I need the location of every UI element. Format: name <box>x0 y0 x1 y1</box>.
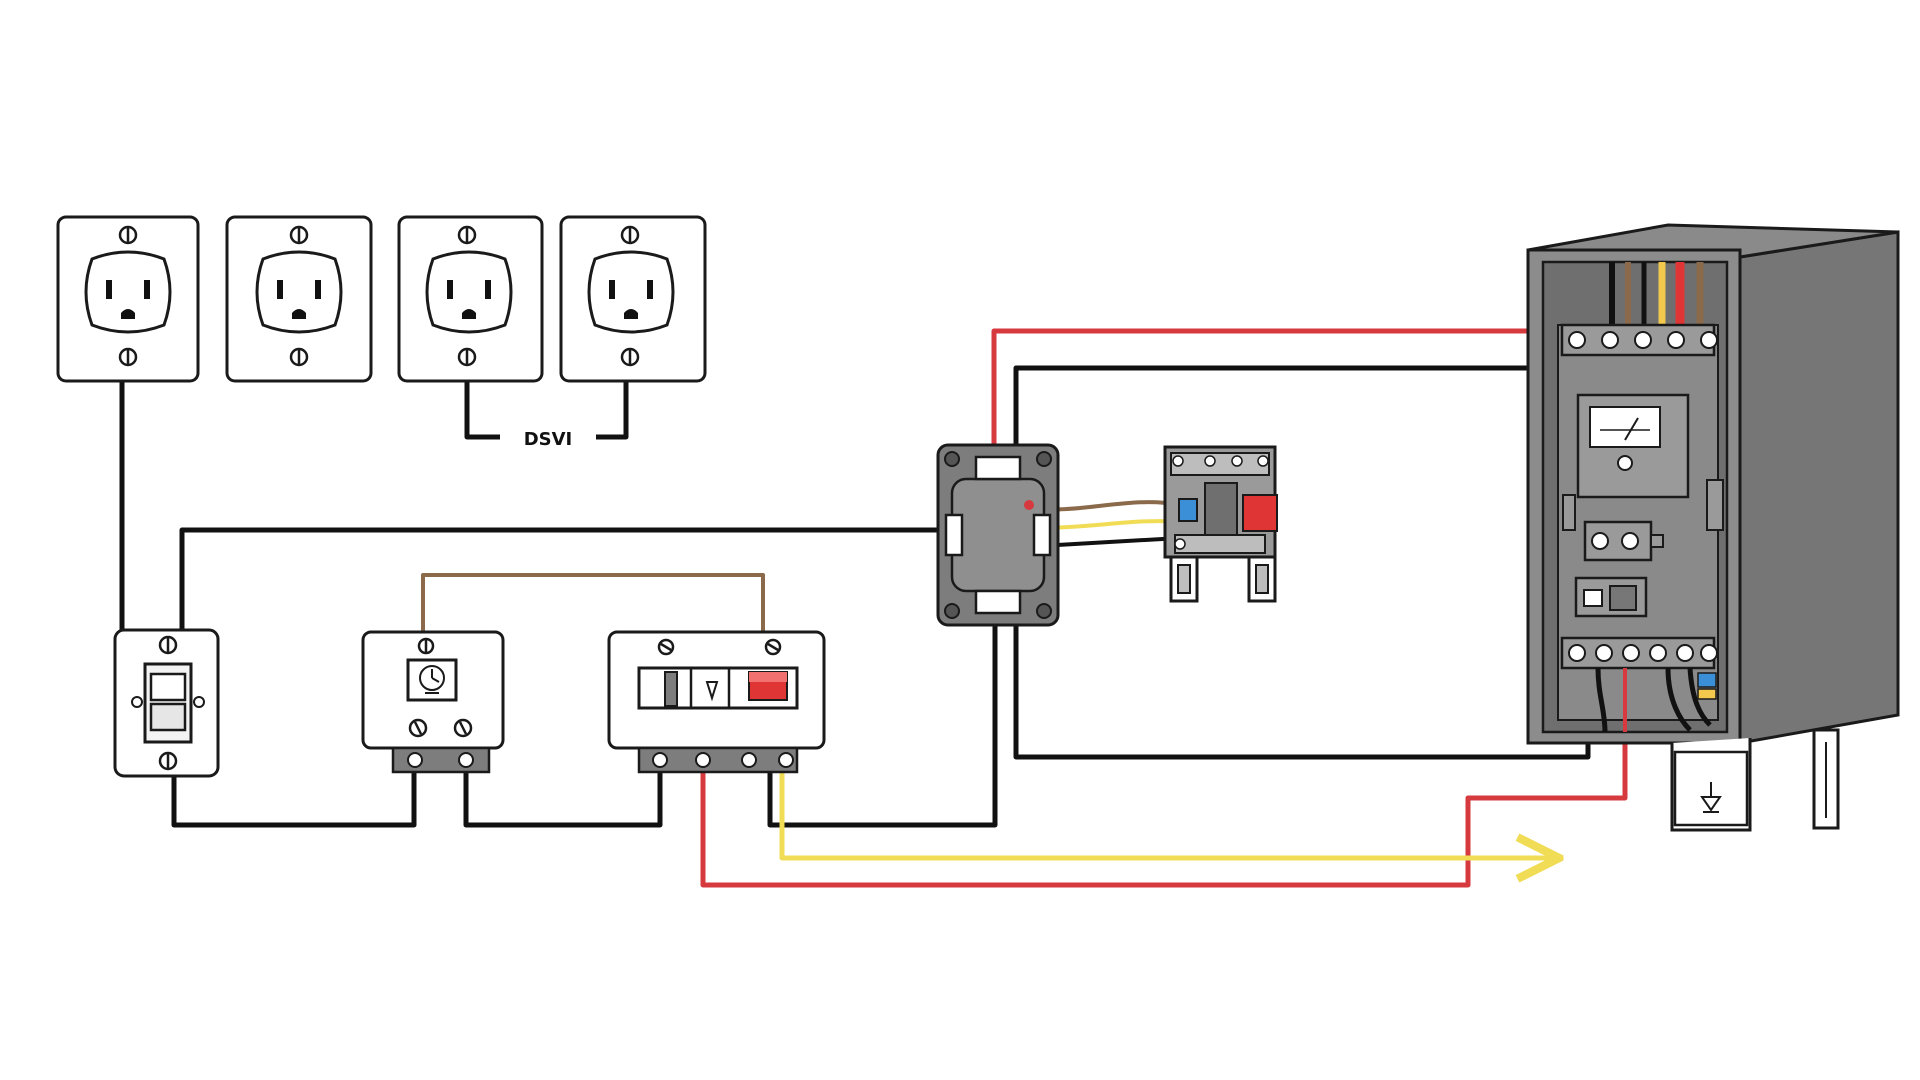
wire-black-junction-contactor <box>1039 536 1181 548</box>
outlet-3[interactable] <box>397 215 544 383</box>
junction-box[interactable] <box>936 443 1060 627</box>
distribution-panel[interactable] <box>1526 223 1900 832</box>
meter-icon <box>1576 393 1690 499</box>
wires <box>119 328 1628 888</box>
duplex-outlet-icon <box>255 250 343 334</box>
outlet-2[interactable] <box>225 215 373 383</box>
wire-yellow-junction-contactor <box>1039 519 1181 530</box>
duplex-outlet-icon <box>587 250 675 334</box>
timer-module[interactable] <box>361 630 505 774</box>
wire-red-junction-panel <box>991 328 1590 462</box>
duplex-outlet-icon <box>84 250 172 334</box>
duplex-outlet-icon <box>425 250 513 334</box>
outlet-loop-label: DSVI <box>524 429 573 450</box>
wire-black-junction-panel <box>1013 365 1590 462</box>
wire-brown-timer-breaker <box>421 573 765 632</box>
contactor-icon <box>1163 445 1278 559</box>
wire-yellow-breaker-arrow <box>779 755 1555 858</box>
wire-black-junction-panel-bottom <box>1013 600 1591 760</box>
wire-black-switch-timer <box>171 768 417 828</box>
outlet-1[interactable] <box>56 215 200 383</box>
light-switch[interactable] <box>113 628 220 778</box>
wire-black-timer-breaker <box>463 772 663 828</box>
light-switch-icon <box>131 662 205 744</box>
wire-red-breaker-panel <box>700 660 1628 888</box>
contactor[interactable] <box>1163 445 1278 603</box>
breaker-icon <box>637 666 799 710</box>
breaker-module[interactable] <box>607 630 826 774</box>
junction-box-icon <box>936 443 1060 627</box>
outlet-row: DSVI <box>56 215 707 450</box>
wire-black-switch-junction <box>179 527 952 636</box>
ground-icon <box>1700 782 1722 813</box>
timer-icon <box>406 658 458 702</box>
outlet-4[interactable] <box>559 215 707 383</box>
wire-black-breaker-junction <box>767 600 998 828</box>
arrow-right-icon <box>1541 848 1560 868</box>
